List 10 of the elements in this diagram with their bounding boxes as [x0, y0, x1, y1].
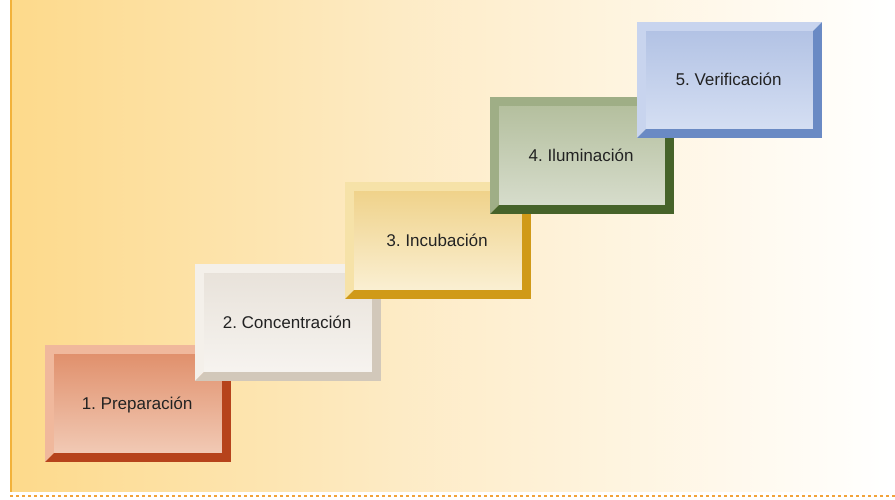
step-box [490, 97, 674, 214]
step-label: 3. Incubación [385, 230, 489, 252]
step-label: 1. Preparación [80, 392, 194, 414]
step-box [637, 22, 822, 138]
step-box [195, 264, 381, 381]
step-label: 4. Iluminación [528, 144, 634, 166]
step-label: 2. Concentración [222, 312, 352, 334]
step-label: 5. Verificación [674, 69, 782, 91]
step-box [345, 182, 531, 299]
step-box [45, 345, 231, 462]
